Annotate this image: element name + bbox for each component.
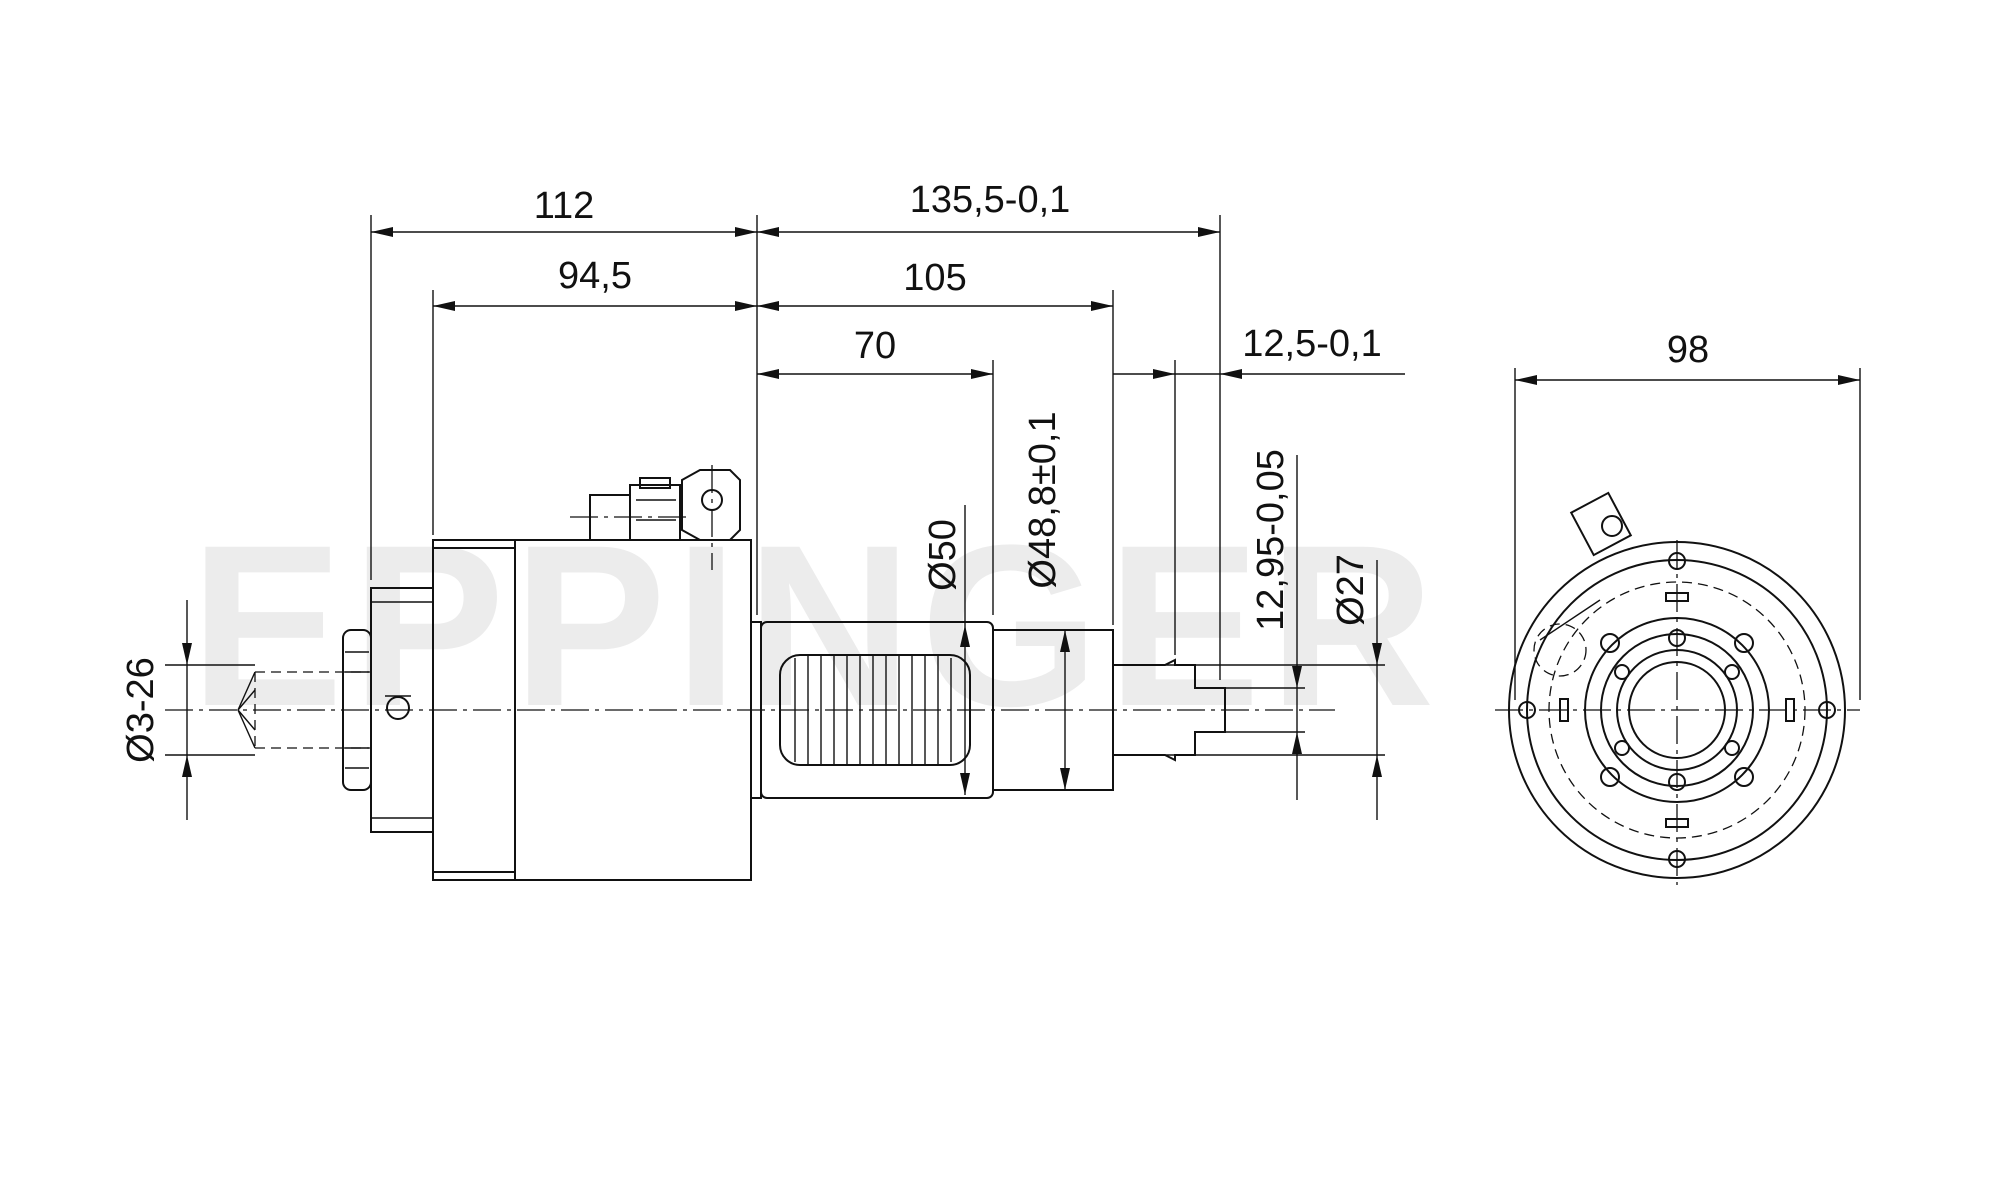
dim-70: 70 (757, 325, 993, 379)
front-view (1495, 491, 1860, 885)
dim-dia-50: Ø50 (922, 505, 970, 795)
front-connector (1533, 491, 1633, 677)
dim-shank-width-label: 12,95-0,05 (1250, 449, 1292, 631)
dim-98: 98 (1515, 329, 1860, 385)
dim-135-5: 135,5-0,1 (757, 179, 1220, 237)
dim-dia-3-26: Ø3-26 (120, 600, 255, 820)
dim-dia-3-26-label: Ø3-26 (120, 657, 162, 763)
side-view (165, 465, 1335, 881)
dim-12-5-label: 12,5-0,1 (1242, 323, 1381, 365)
dim-135-5-label: 135,5-0,1 (910, 179, 1071, 221)
dim-dia-48-8: Ø48,8±0,1 (1022, 411, 1070, 790)
coolant-connector (570, 465, 741, 570)
dim-105-label: 105 (903, 257, 966, 299)
dim-105: 105 (757, 257, 1113, 311)
inner-bolts (1600, 629, 1754, 791)
dim-98-label: 98 (1667, 329, 1709, 371)
dim-70-label: 70 (854, 325, 896, 367)
dim-shank-width: 12,95-0,05 (1225, 449, 1305, 800)
drive-shank (1113, 658, 1226, 762)
tool-tip (237, 671, 370, 749)
dim-dia-50-label: Ø50 (922, 519, 964, 591)
dim-94-5-label: 94,5 (558, 255, 632, 297)
mounting-holes (1518, 552, 1836, 868)
dim-dia-48-8-label: Ø48,8±0,1 (1022, 411, 1064, 588)
dim-12-5: 12,5-0,1 (1113, 323, 1405, 379)
dimensions: 112 94,5 135,5-0,1 105 70 (120, 179, 1861, 820)
dim-112: 112 (371, 185, 757, 237)
threaded-spindle (760, 621, 1114, 799)
thread-lines (794, 656, 952, 764)
dim-dia-27-label: Ø27 (1330, 554, 1372, 626)
dim-dia-27: Ø27 (1113, 554, 1385, 820)
dim-94-5: 94,5 (433, 255, 757, 311)
watermark-text: EPPINGER (190, 497, 1443, 754)
dim-112-label: 112 (534, 185, 595, 227)
